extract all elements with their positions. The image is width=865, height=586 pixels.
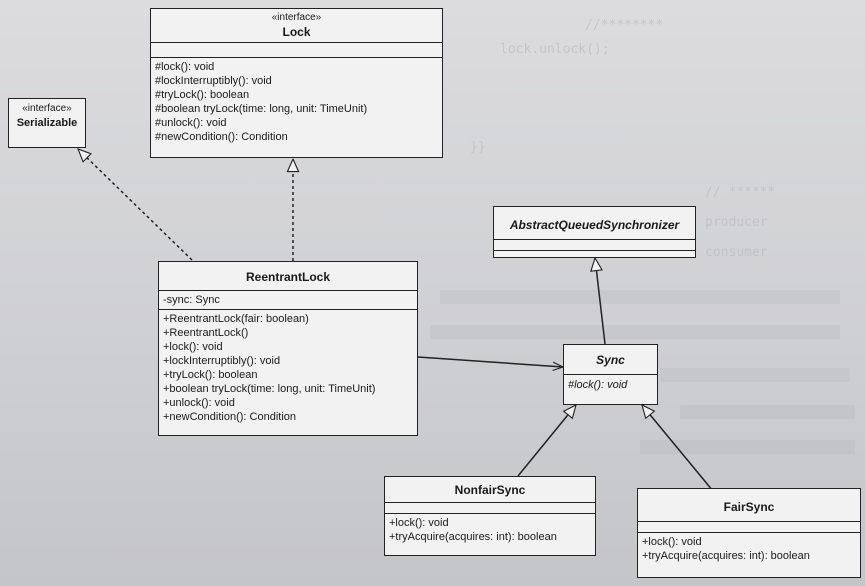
- lock-method: #newCondition(): Condition: [155, 131, 288, 143]
- reentrantlock-method: +unlock(): void: [163, 397, 235, 409]
- class-nonfairsync[interactable]: NonfairSync +lock(): void +tryAcquire(ac…: [384, 476, 596, 556]
- reentrantlock-name: ReentrantLock: [245, 270, 331, 284]
- lock-method: #lock(): void: [155, 61, 215, 73]
- reentrantlock-methods: +ReentrantLock(fair: boolean) +Reentrant…: [159, 310, 417, 426]
- class-serializable-header: «interface» Serializable: [9, 99, 85, 133]
- lock-attributes: [151, 43, 442, 58]
- aqs-name: AbstractQueuedSynchronizer: [509, 218, 680, 232]
- class-aqs-header: AbstractQueuedSynchronizer: [494, 207, 695, 240]
- nonfairsync-methods: +lock(): void +tryAcquire(acquires: int)…: [385, 514, 595, 546]
- class-reentrantlock[interactable]: ReentrantLock -sync: Sync +ReentrantLock…: [158, 261, 418, 436]
- aqs-methods: [494, 251, 695, 261]
- background-texture: consumer: [705, 245, 768, 260]
- sync-methods: #lock(): void: [564, 375, 657, 394]
- background-texture: [660, 368, 850, 382]
- nonfairsync-name: NonfairSync: [454, 483, 526, 497]
- class-reentrantlock-header: ReentrantLock: [159, 262, 417, 291]
- class-abstractqueuedsynchronizer[interactable]: AbstractQueuedSynchronizer: [493, 206, 696, 258]
- realization-reentrantlock-serializable: [78, 149, 193, 261]
- background-texture: [640, 440, 855, 454]
- generalization-sync-aqs: [595, 258, 606, 345]
- serializable-stereotype: «interface»: [22, 103, 72, 114]
- lock-method: #boolean tryLock(time: long, unit: TimeU…: [155, 103, 368, 115]
- lock-method: #unlock(): void: [155, 117, 227, 129]
- lock-name: Lock: [282, 25, 311, 39]
- class-fairsync-header: FairSync: [638, 489, 860, 522]
- background-texture: //********: [585, 18, 664, 33]
- reentrantlock-attributes: -sync: Sync: [159, 291, 417, 310]
- class-serializable[interactable]: «interface» Serializable: [8, 98, 86, 148]
- class-lock-header: «interface» Lock: [151, 9, 442, 43]
- background-texture: producer: [705, 215, 768, 230]
- class-sync-header: Sync: [564, 345, 657, 375]
- class-sync[interactable]: Sync #lock(): void: [563, 344, 658, 405]
- generalization-nonfairsync-sync: [517, 405, 576, 477]
- lock-method: #lockInterruptibly(): void: [155, 75, 272, 87]
- fairsync-attributes: [638, 522, 860, 533]
- background-texture: // ******: [705, 185, 776, 200]
- class-lock[interactable]: «interface» Lock #lock(): void #lockInte…: [150, 8, 443, 158]
- sync-name: Sync: [596, 353, 625, 367]
- reentrantlock-method: +ReentrantLock(fair: boolean): [163, 313, 309, 325]
- sync-method: #lock(): void: [568, 379, 628, 391]
- background-texture: [430, 325, 840, 339]
- reentrantlock-attribute: -sync: Sync: [163, 294, 220, 306]
- class-fairsync[interactable]: FairSync +lock(): void +tryAcquire(acqui…: [637, 488, 861, 578]
- nonfairsync-attributes: [385, 503, 595, 514]
- lock-methods: #lock(): void #lockInterruptibly(): void…: [151, 58, 442, 146]
- nonfairsync-method: +lock(): void: [389, 517, 449, 529]
- reentrantlock-method: +tryLock(): boolean: [163, 369, 258, 381]
- reentrantlock-method: +lock(): void: [163, 341, 223, 353]
- reentrantlock-method: +ReentrantLock(): [163, 327, 249, 339]
- association-reentrantlock-sync: [417, 356, 563, 367]
- fairsync-name: FairSync: [723, 500, 775, 514]
- aqs-attributes: [494, 240, 695, 251]
- serializable-name: Serializable: [16, 117, 78, 129]
- background-texture: [440, 290, 840, 304]
- lock-stereotype: «interface»: [271, 12, 322, 23]
- nonfairsync-method: +tryAcquire(acquires: int): boolean: [389, 531, 557, 543]
- reentrantlock-method: +lockInterruptibly(): void: [163, 355, 281, 367]
- background-texture: [680, 405, 855, 419]
- reentrantlock-method: +newCondition(): Condition: [163, 411, 296, 423]
- background-texture: lock.unlock();: [500, 42, 610, 57]
- background-texture: }}: [470, 140, 486, 155]
- fairsync-methods: +lock(): void +tryAcquire(acquires: int)…: [638, 533, 860, 565]
- fairsync-method: +lock(): void: [642, 536, 702, 548]
- lock-method: #tryLock(): boolean: [155, 89, 250, 101]
- generalization-fairsync-sync: [642, 405, 714, 492]
- reentrantlock-method: +boolean tryLock(time: long, unit: TimeU…: [163, 383, 376, 395]
- fairsync-method: +tryAcquire(acquires: int): boolean: [642, 550, 810, 562]
- class-nonfairsync-header: NonfairSync: [385, 477, 595, 503]
